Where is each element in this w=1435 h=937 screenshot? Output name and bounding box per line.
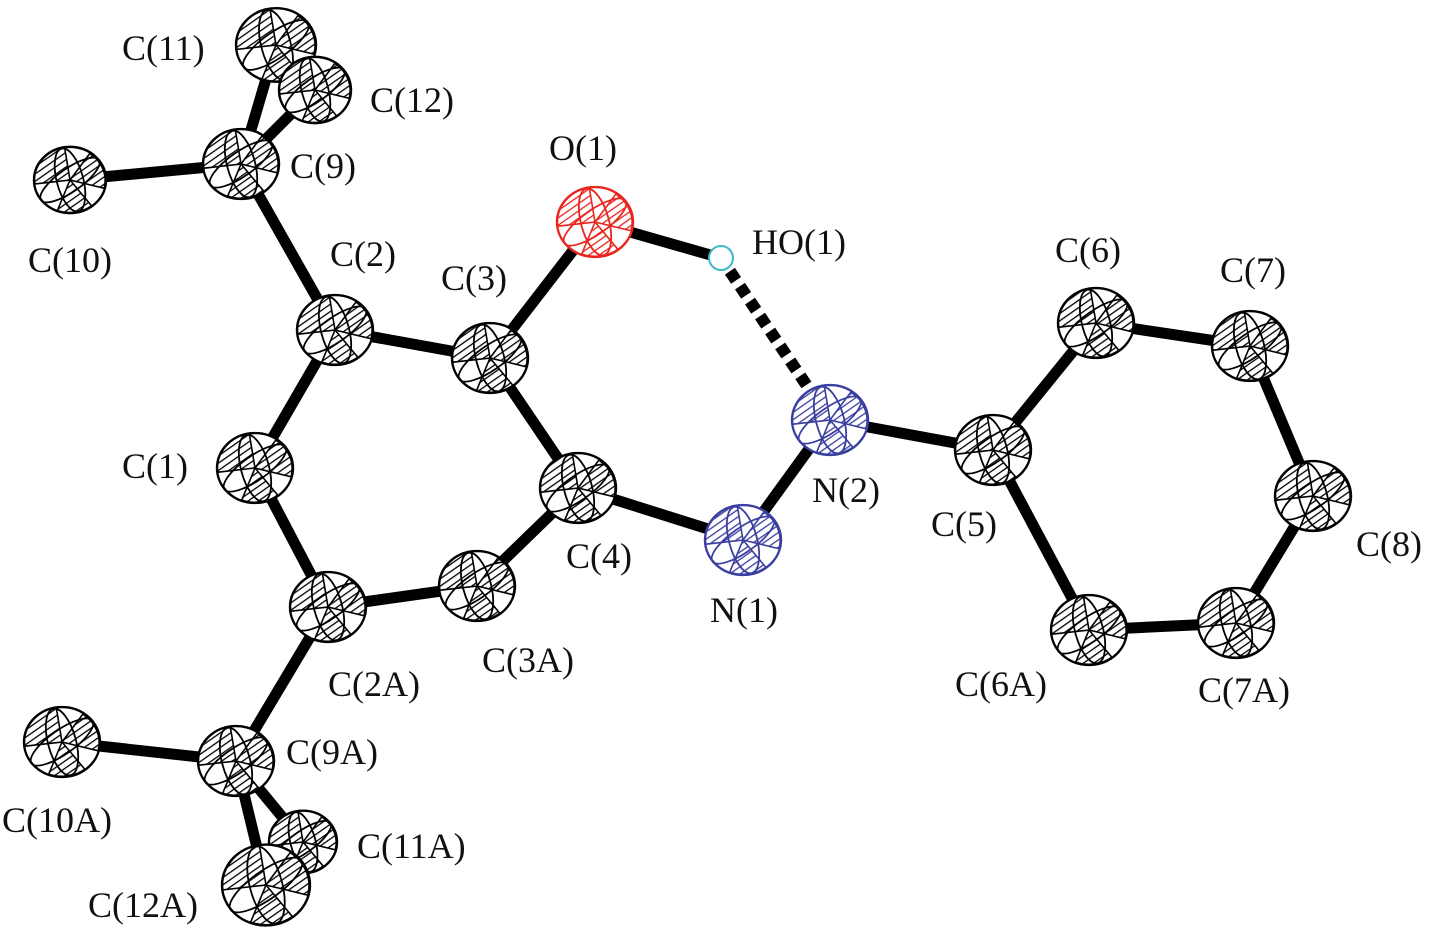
atom-label-c6a: C(6A)	[955, 664, 1047, 704]
atom-c10	[32, 145, 108, 215]
atom-label-c3: C(3)	[441, 258, 507, 298]
atom-label-c6: C(6)	[1055, 230, 1121, 270]
atom-label-c12a: C(12A)	[88, 885, 198, 925]
atom-label-n1: N(1)	[710, 590, 778, 630]
labels-layer: C(1) C(2) C(3) C(4) C(3A) C(2A) O(1) HO(1) N(1) N…	[2, 28, 1422, 925]
atom-n2	[790, 383, 870, 457]
atom-label-c2a: C(2A)	[328, 664, 420, 704]
atom-label-c2: C(2)	[330, 234, 396, 274]
atom-label-o1: O(1)	[549, 128, 617, 168]
atom-label-c10a: C(10A)	[2, 800, 112, 840]
atom-c8	[1273, 459, 1353, 533]
atom-c12	[277, 55, 353, 125]
atom-c12a	[220, 843, 312, 927]
atom-c3a	[437, 549, 517, 623]
atom-c2a	[288, 570, 368, 644]
atom-o1	[555, 185, 635, 259]
atom-label-c1: C(1)	[122, 446, 188, 486]
atom-label-c10: C(10)	[28, 240, 112, 280]
atom-label-c11a: C(11A)	[357, 826, 466, 866]
atom-label-c11: C(11)	[122, 28, 205, 68]
atom-label-c5: C(5)	[931, 504, 997, 544]
atom-label-c3a: C(3A)	[482, 640, 574, 680]
atom-c6a	[1049, 593, 1129, 667]
atom-c3	[450, 321, 530, 395]
atom-c7a	[1196, 586, 1276, 660]
atoms-layer	[22, 7, 1353, 927]
atom-c5	[953, 413, 1033, 487]
atom-c9	[201, 127, 281, 201]
atom-label-c12: C(12)	[370, 80, 454, 120]
atom-c2	[295, 293, 375, 367]
atom-c10a	[22, 705, 102, 779]
atom-c4	[538, 451, 618, 525]
atom-c1	[215, 431, 295, 505]
atom-ho1	[708, 245, 734, 271]
atom-label-c9: C(9)	[290, 146, 356, 186]
atom-label-c7a: C(7A)	[1198, 670, 1290, 710]
atom-label-c7: C(7)	[1220, 250, 1286, 290]
atom-c7	[1210, 309, 1290, 383]
atom-label-c9a: C(9A)	[286, 732, 378, 772]
atom-label-c8: C(8)	[1356, 524, 1422, 564]
atom-label-n2: N(2)	[812, 470, 880, 510]
atom-n1	[703, 503, 783, 577]
atom-label-c4: C(4)	[566, 536, 632, 576]
atom-label-ho1: HO(1)	[752, 222, 846, 262]
atom-c6	[1056, 286, 1136, 360]
hydrogen-bond-HO1-N2	[724, 267, 813, 391]
atom-c9a	[196, 724, 276, 798]
